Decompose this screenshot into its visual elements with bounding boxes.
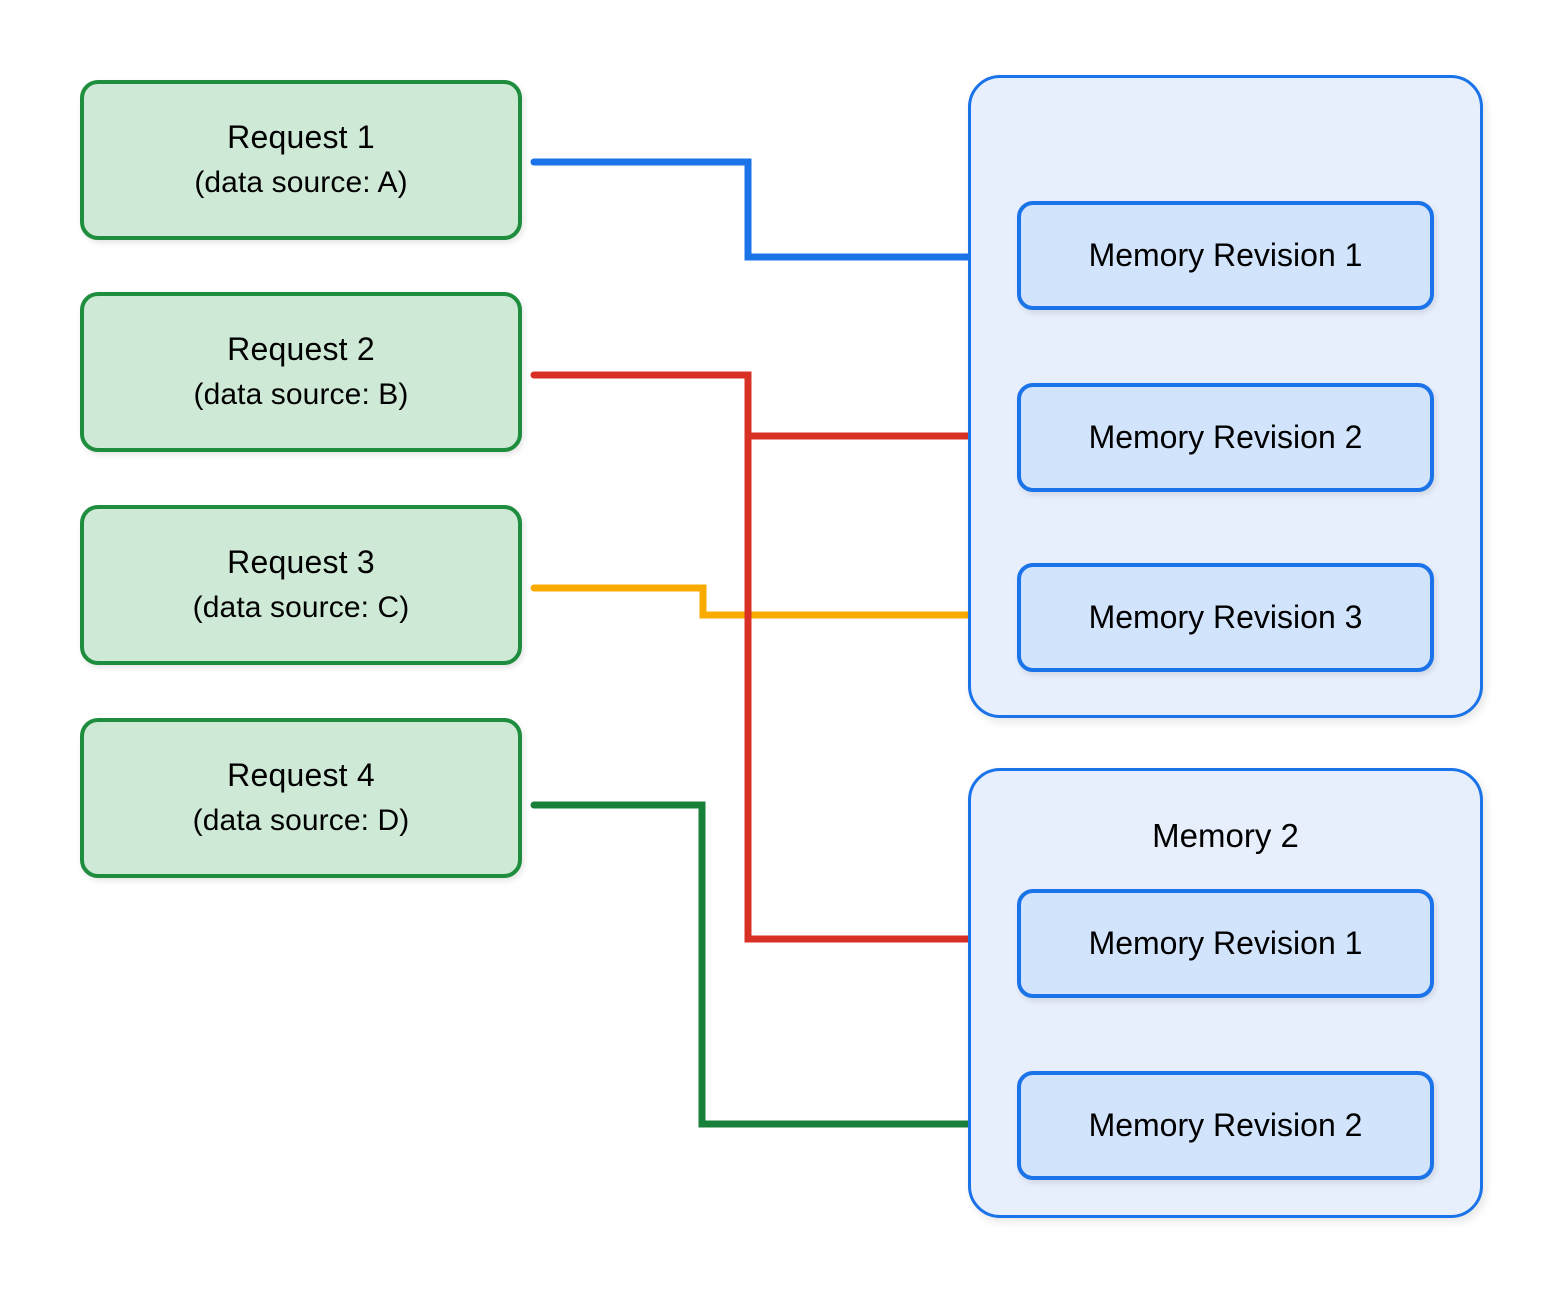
memory-1-revision-2-label: Memory Revision 2 <box>1088 419 1363 455</box>
memory-2-title: Memory 2 <box>1152 817 1299 854</box>
wire-request-4-to-memory-2-revision-2 <box>530 801 992 1124</box>
request-4-title: Request 4 <box>227 757 375 794</box>
memory-2-revision-2-label: Memory Revision 2 <box>1088 1107 1363 1143</box>
request-4-subtitle: (data source: D) <box>192 804 410 838</box>
request-box-4[interactable]: Request 4 (data source: D) <box>80 718 522 878</box>
memory-1-revision-2[interactable]: Memory Revision 2 <box>1017 383 1434 492</box>
memory-1-revision-1-label: Memory Revision 1 <box>1088 237 1363 273</box>
request-2-title: Request 2 <box>227 331 375 368</box>
request-2-subtitle: (data source: B) <box>193 378 409 412</box>
memory-2-revision-1[interactable]: Memory Revision 1 <box>1017 889 1434 998</box>
memory-1-revision-3-label: Memory Revision 3 <box>1088 599 1363 635</box>
memory-2-revision-2[interactable]: Memory Revision 2 <box>1017 1071 1434 1180</box>
request-1-subtitle: (data source: A) <box>194 166 408 200</box>
wire-request-2-to-memory-2-revision-1 <box>530 371 992 939</box>
memory-1-revision-1[interactable]: Memory Revision 1 <box>1017 201 1434 310</box>
memory-container-2[interactable]: Memory 2 Memory Revision 1 Memory Revisi… <box>968 768 1483 1218</box>
request-box-2[interactable]: Request 2 (data source: B) <box>80 292 522 452</box>
request-box-3[interactable]: Request 3 (data source: C) <box>80 505 522 665</box>
memory-1-revision-3[interactable]: Memory Revision 3 <box>1017 563 1434 672</box>
request-3-title: Request 3 <box>227 544 375 581</box>
request-1-title: Request 1 <box>227 119 375 156</box>
request-3-subtitle: (data source: C) <box>192 591 410 625</box>
memory-2-revision-1-label: Memory Revision 1 <box>1088 925 1363 961</box>
request-box-1[interactable]: Request 1 (data source: A) <box>80 80 522 240</box>
memory-container-1[interactable]: Memory 1 Memory Revision 1 Memory Revisi… <box>968 75 1483 718</box>
wire-request-3-to-memory-1-revision-3 <box>530 584 992 615</box>
wire-request-1-to-memory-1-revision-1 <box>530 158 992 257</box>
